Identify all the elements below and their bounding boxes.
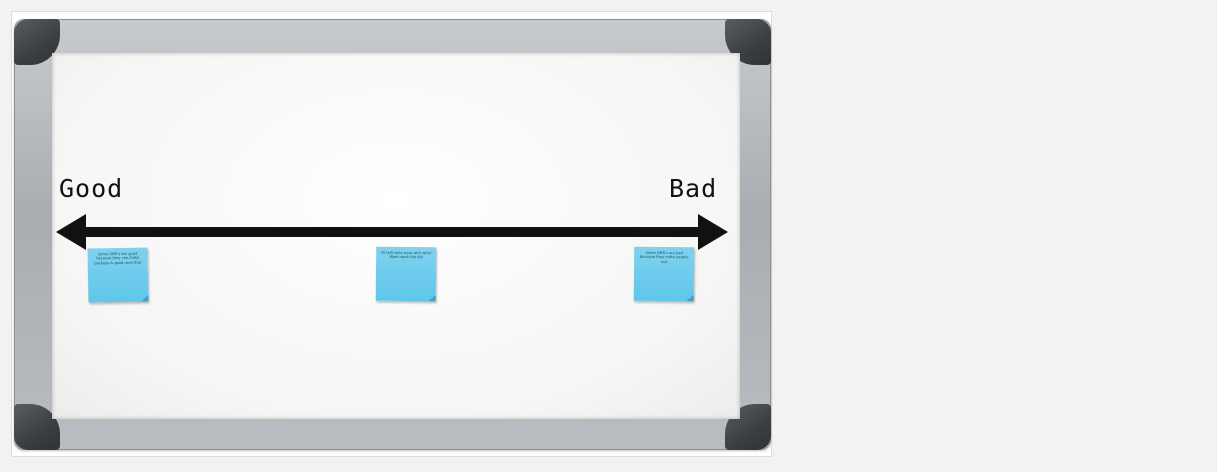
whiteboard-image: Good Bad Some DMS's are good because the… [11,11,772,457]
arrow-head-left [56,214,86,250]
sticky-note-good: Some DMS's are good because they can mak… [88,247,149,302]
bad-label: Bad [669,174,717,203]
arrow-head-right [698,214,728,250]
good-label: Good [59,174,123,203]
arrow-shaft [82,227,706,237]
sticky-note-bad: Some DMS's are bad because they make peo… [634,247,694,302]
sticky-note-middle: HI tell/ suits ones with what Waes work … [376,247,436,302]
